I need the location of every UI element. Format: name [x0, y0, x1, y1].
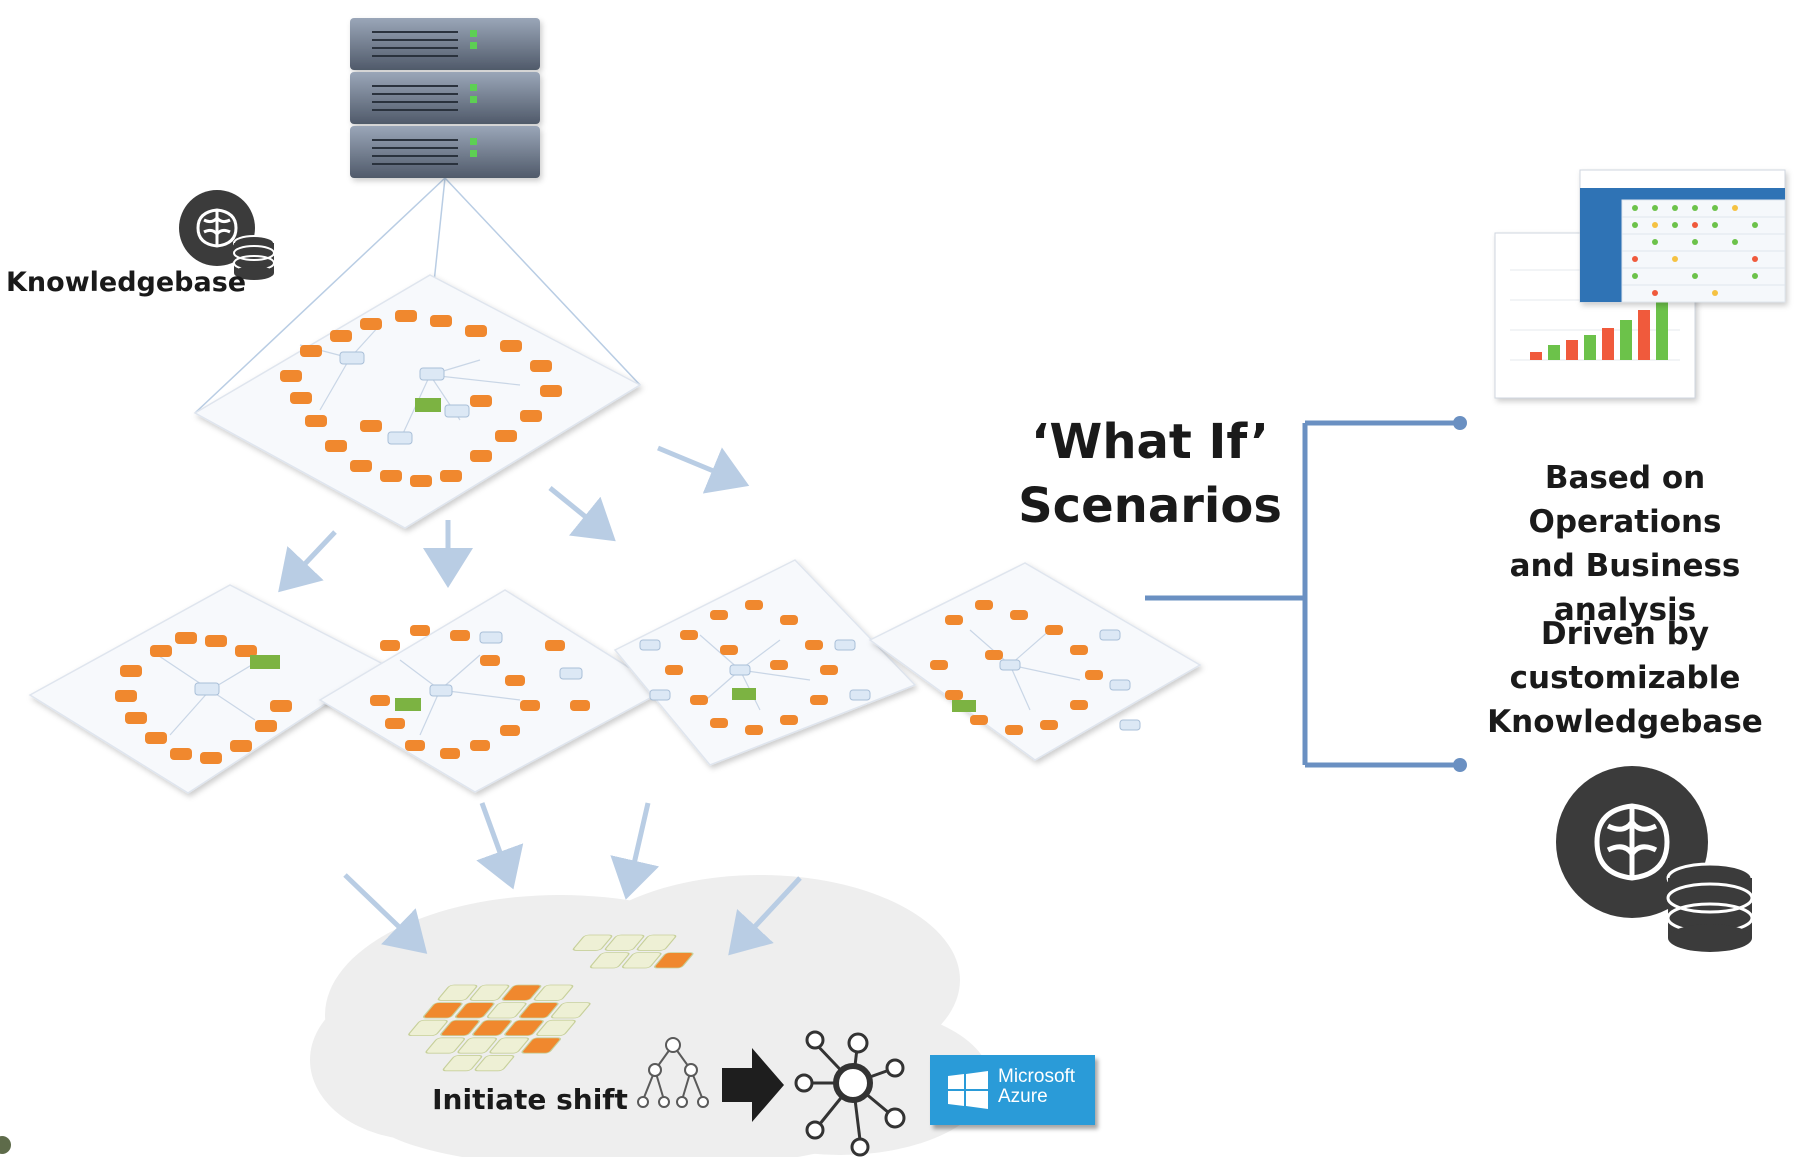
- scenario-map-4: [868, 562, 1202, 761]
- initiate-shift-label: Initiate shift: [432, 1083, 628, 1116]
- bracket-endpoint-top: [1453, 416, 1467, 430]
- network-hub-icon: [794, 1030, 906, 1157]
- scenario-bracket: [1145, 420, 1460, 768]
- scenario-map-3: [613, 559, 917, 766]
- bracket-endpoint-bottom: [1453, 758, 1467, 772]
- report-thumbnail: [1494, 169, 1786, 399]
- corner-dot: [0, 1136, 11, 1154]
- windows-logo-icon: [948, 1071, 988, 1109]
- brain-database-icon: [1556, 766, 1754, 952]
- customizable-knowledgebase-label: Driven by customizable Knowledgebase: [1487, 616, 1763, 740]
- flow-arrows: [278, 445, 802, 956]
- azure-label: Microsoft Azure: [998, 1066, 1076, 1107]
- what-if-title: ‘What If’ Scenarios: [1018, 414, 1282, 534]
- azure-badge: Microsoft Azure: [930, 1055, 1095, 1125]
- brain-database-icon: [179, 190, 275, 280]
- top-network-map: [193, 274, 642, 529]
- hierarchy-tree-icon: [637, 1037, 709, 1108]
- scenario-map-2: [318, 589, 667, 793]
- heatmap-grid: [408, 934, 694, 1072]
- server-rack-icon: [350, 18, 540, 178]
- operations-analysis-label: Based on Operations and Business analysi…: [1509, 460, 1741, 628]
- scenario-map-1: [28, 584, 387, 794]
- knowledgebase-label: Knowledgebase: [6, 267, 247, 298]
- shift-arrow-icon: [722, 1048, 784, 1122]
